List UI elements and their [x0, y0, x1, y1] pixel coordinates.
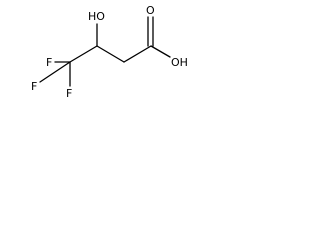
atom-label-fluorine: F	[66, 87, 72, 100]
bond-c3-c4	[123, 45, 152, 63]
bond-c1-f-lowerleft	[39, 61, 71, 83]
bond-c1-c2	[69, 45, 98, 63]
structure-canvas: HO O OH F F F	[0, 0, 199, 117]
bond-c4-oh	[150, 45, 171, 58]
atom-label-acid-hydroxyl: OH	[171, 56, 188, 69]
molecule-diagram: HO O OH F F F	[31, 4, 188, 100]
bond-c2-c3	[96, 45, 125, 63]
atom-label-carbonyl-oxygen: O	[146, 4, 155, 17]
atom-label-fluorine: F	[46, 56, 52, 69]
atom-label-hydroxyl: HO	[88, 10, 105, 23]
atom-label-fluorine: F	[31, 80, 37, 93]
